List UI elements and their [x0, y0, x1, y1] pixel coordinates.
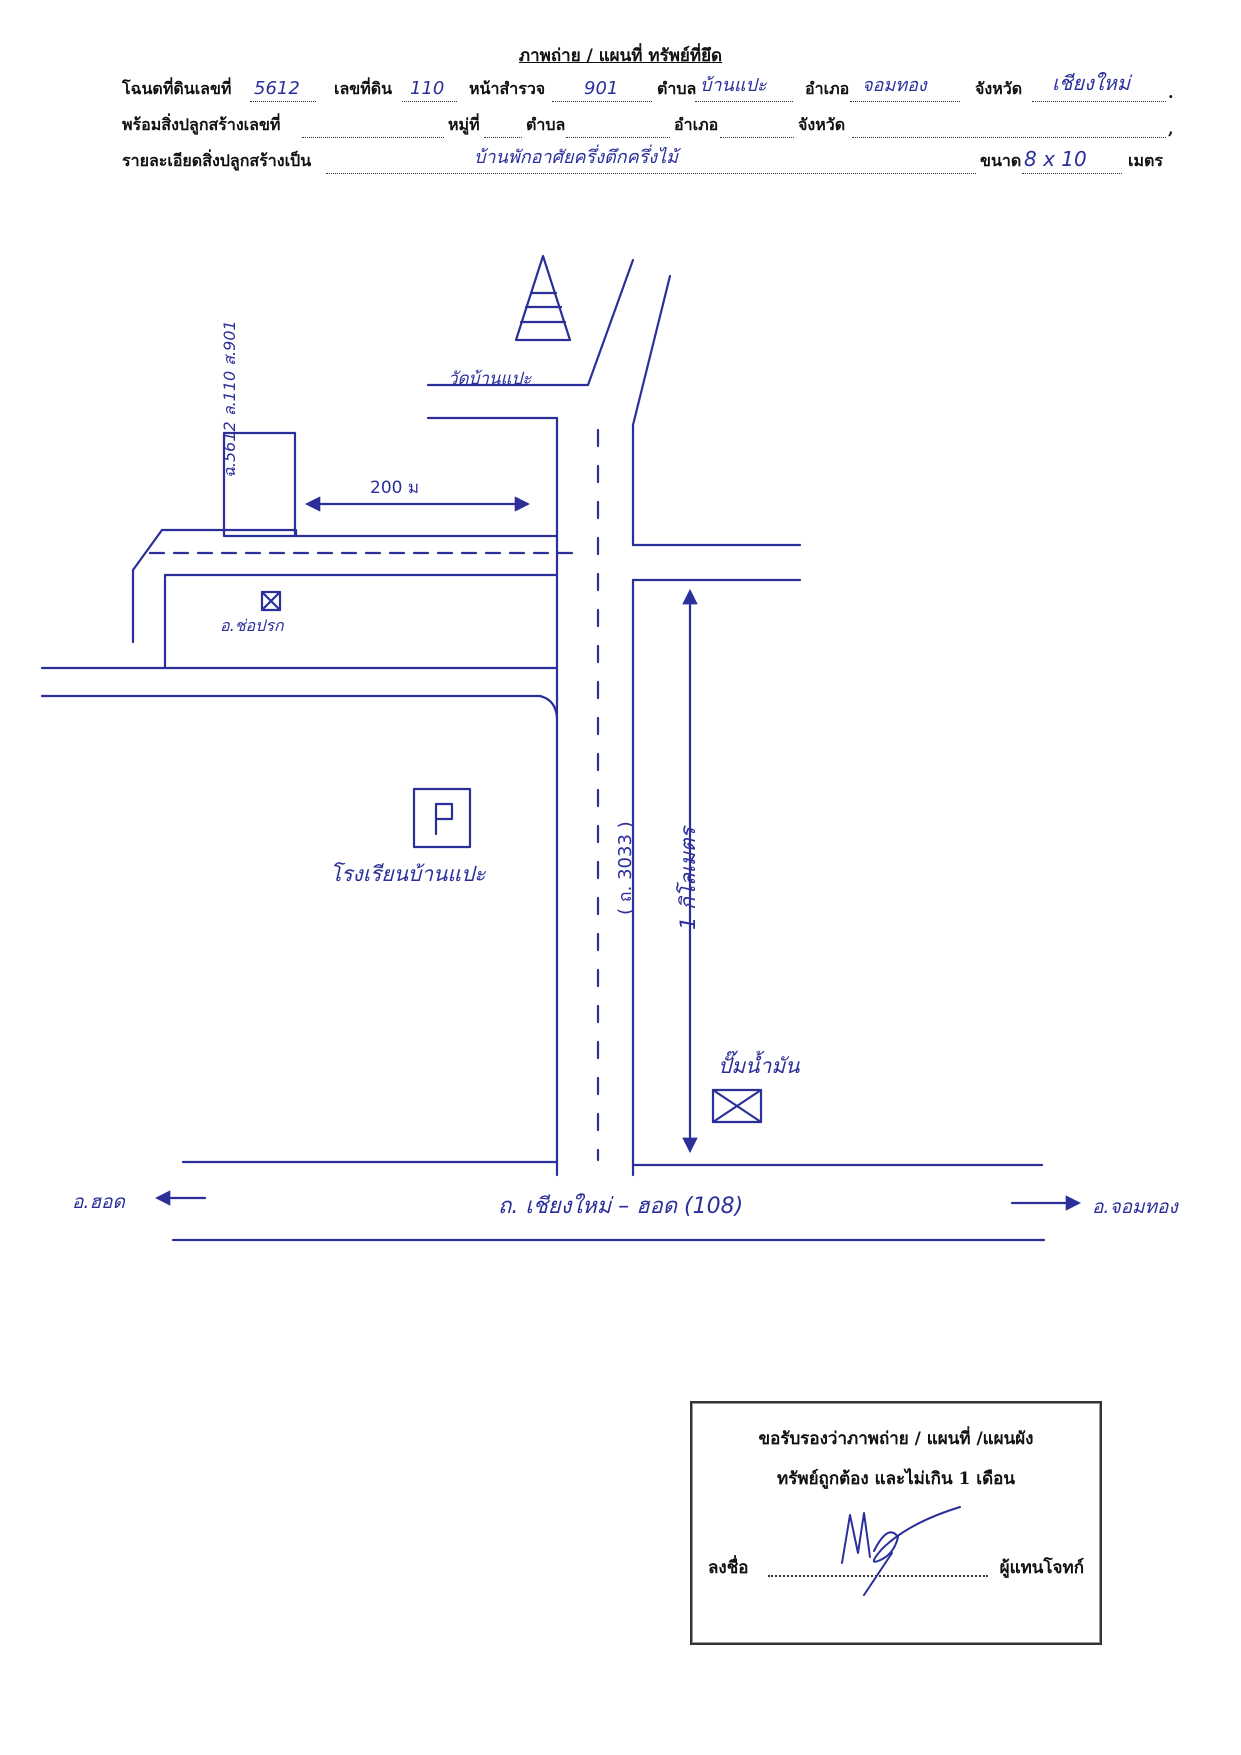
survey-page-label: หน้าสำรวจ: [469, 79, 546, 98]
building-detail-row: รายละเอียดสิ่งปลูกสร้างเป็น บ้านพักอาศัย…: [122, 147, 1174, 178]
deed-number-dots: [250, 101, 316, 102]
subdistrict-label: ตำบล: [657, 79, 697, 98]
handwritten-signature: [841, 1506, 961, 1596]
temple-icon: [514, 254, 572, 342]
side-road-north-edge: [426, 416, 802, 547]
building-district-dots: [720, 137, 794, 138]
distance-200m-label: 200 ม: [370, 478, 420, 498]
side-road-top-edge: [160, 528, 559, 538]
gas-station-icon: [711, 1088, 763, 1124]
survey-page-value: 901: [584, 78, 619, 99]
west-road-south-edge: [40, 694, 559, 720]
building-info-row: พร้อมสิ่งปลูกสร้างเลขที่ หมู่ที่ ตำบล อำ…: [122, 115, 1174, 142]
line-end-mark: .: [1168, 83, 1174, 102]
temple-label: วัดบ้านแปะ: [448, 369, 532, 389]
seized-parcel: [222, 431, 297, 538]
building-number-label: พร้อมสิ่งปลูกสร้างเลขที่: [122, 115, 281, 134]
health-center-label: อ.ช่อปรก: [220, 616, 284, 635]
north-road-right-edge: [631, 274, 672, 427]
certification-box: ขอรับรองว่าภาพถ่าย / แผนที่ /แผนผัง ทรัพ…: [690, 1401, 1102, 1645]
gas-station-label: ปั๊มน้ำมัน: [718, 1054, 800, 1078]
main-road-label: ถ. เชียงใหม่ – ฮอด (108): [498, 1194, 744, 1219]
building-subdistrict-label: ตำบล: [526, 115, 566, 134]
province-label: จังหวัด: [975, 79, 1023, 98]
deed-number-value: 5612: [254, 78, 300, 99]
land-number-dots: [402, 101, 457, 102]
page-title: ภาพถ่าย / แผนที่ ทรัพย์ที่ยึด: [518, 46, 723, 66]
school-flag-glyph: P: [430, 795, 452, 836]
district-label: อำเภอ: [805, 79, 850, 98]
distance-1km-label: 1 กิโลเมตร: [676, 827, 700, 930]
building-detail-dots: [326, 173, 976, 174]
building-subdistrict-dots: [566, 137, 670, 138]
signature-dots: [768, 1575, 988, 1577]
building-district-label: อำเภอ: [674, 115, 719, 134]
land-number-value: 110: [410, 78, 445, 99]
size-unit-label: เมตร: [1128, 151, 1163, 170]
north-road-left-edge: [426, 258, 635, 387]
moo-dots: [484, 137, 522, 138]
deed-info-row: โฉนดที่ดินเลขที่ 5612 เลขที่ดิน 110 หน้า…: [122, 71, 1174, 106]
certification-line-1: ขอรับรองว่าภาพถ่าย / แผนที่ /แผนผัง: [758, 1429, 1034, 1449]
building-detail-label: รายละเอียดสิ่งปลูกสร้างเป็น: [122, 151, 312, 170]
school-icon: [412, 787, 472, 849]
district-dots: [850, 101, 960, 102]
right-destination-label: อ.จอมทอง: [1092, 1196, 1178, 1218]
size-value: 8 x 10: [1024, 147, 1087, 171]
province-value: เชียงใหม่: [1052, 71, 1131, 95]
moo-label: หมู่ที่: [448, 115, 480, 134]
left-destination-label: อ.ฮอด: [72, 1191, 125, 1213]
certification-line-2: ทรัพย์ถูกต้อง และไม่เกิน 1 เดือน: [777, 1469, 1015, 1489]
size-label: ขนาด: [980, 151, 1022, 170]
line-end-mark: ,: [1168, 119, 1174, 138]
building-number-dots: [302, 137, 444, 138]
survey-page-dots: [552, 101, 652, 102]
road-3033-label: ( ถ. 3033 ): [615, 821, 636, 915]
health-center-icon: [260, 590, 282, 612]
sign-label: ลงชื่อ: [708, 1558, 749, 1578]
side-road-bottom-edge: [131, 528, 164, 644]
parcel-label: ฉ.5612 ล.110 ส.901: [220, 320, 239, 478]
building-province-label: จังหวัด: [798, 115, 846, 134]
signature-row: ลงชื่อ ผู้แทนโจทก์: [708, 1553, 1084, 1583]
province-dots: [1032, 101, 1166, 102]
building-province-dots: [852, 137, 1166, 138]
signer-title: ผู้แทนโจทก์: [999, 1558, 1084, 1578]
school-label: โรงเรียนบ้านแปะ: [330, 862, 486, 886]
land-number-label: เลขที่ดิน: [334, 79, 393, 98]
main-road-north-edge: [181, 1160, 1044, 1167]
building-detail-value: บ้านพักอาศัยครึ่งตึกครึ่งไม้: [474, 147, 678, 168]
district-value: จอมทอง: [862, 75, 927, 96]
subdistrict-value: บ้านแปะ: [700, 75, 767, 96]
size-dots: [1022, 173, 1122, 174]
deed-number-label: โฉนดที่ดินเลขที่: [122, 79, 232, 98]
subdistrict-dots: [695, 101, 793, 102]
side-road-south-edge: [163, 573, 802, 582]
